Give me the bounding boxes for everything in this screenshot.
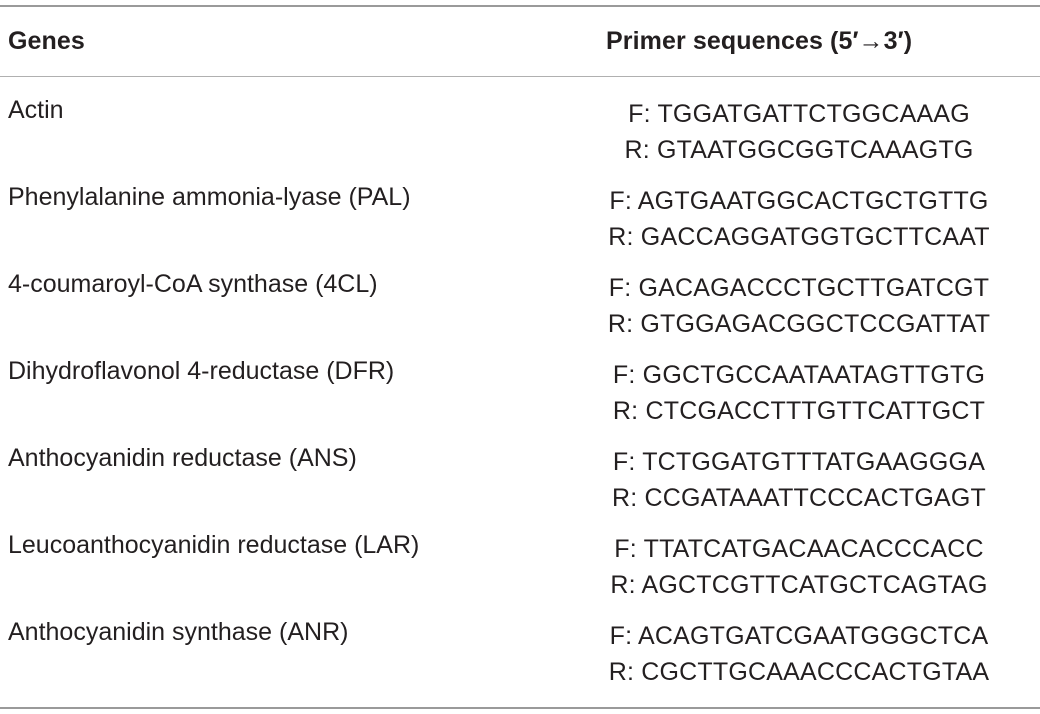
table-row: Phenylalanine ammonia-lyase (PAL) F: AGT…	[0, 179, 1040, 266]
gene-name: Anthocyanidin synthase (ANR)	[8, 618, 349, 646]
reverse-primer: R: GTGGAGACGGCTCCGATTAT	[607, 310, 991, 338]
table-row: Leucoanthocyanidin reductase (LAR) F: TT…	[0, 527, 1040, 614]
primer-cell: F: TGGATGATTCTGGCAAAG R: GTAATGGCGGTCAAA…	[560, 96, 1038, 168]
table-bottom-rule	[0, 707, 1040, 709]
reverse-primer: R: GACCAGGATGGTGCTTCAAT	[608, 223, 990, 251]
table-row: Anthocyanidin synthase (ANR) F: ACAGTGAT…	[0, 614, 1040, 701]
primer-cell: F: TCTGGATGTTTATGAAGGGA R: CCGATAAATTCCC…	[560, 444, 1038, 516]
reverse-primer: R: CGCTTGCAAACCCACTGTAA	[608, 658, 990, 686]
forward-primer: F: TGGATGATTCTGGCAAAG	[628, 100, 970, 128]
gene-name: 4-coumaroyl-CoA synthase (4CL)	[8, 270, 378, 298]
table-top-rule	[0, 5, 1040, 7]
table-header-rule	[0, 76, 1040, 77]
table-row: 4-coumaroyl-CoA synthase (4CL) F: GACAGA…	[0, 266, 1040, 353]
forward-primer: F: GACAGACCCTGCTTGATCGT	[608, 274, 990, 302]
table-header: Genes Primer sequences (5′→3′)	[0, 5, 1040, 76]
table-row: Dihydroflavonol 4-reductase (DFR) F: GGC…	[0, 353, 1040, 440]
forward-primer: F: AGTGAATGGCACTGCTGTTG	[609, 187, 989, 215]
primer-cell: F: GGCTGCCAATAATAGTTGTG R: CTCGACCTTTGTT…	[560, 357, 1038, 429]
reverse-primer: R: CCGATAAATTCCCACTGAGT	[611, 484, 987, 512]
primer-cell: F: AGTGAATGGCACTGCTGTTG R: GACCAGGATGGTG…	[560, 183, 1038, 255]
gene-name: Actin	[8, 96, 64, 124]
primer-cell: F: ACAGTGATCGAATGGGCTCA R: CGCTTGCAAACCC…	[560, 618, 1038, 690]
primer-cell: F: TTATCATGACAACACCCACC R: AGCTCGTTCATGC…	[560, 531, 1038, 603]
table-row: Anthocyanidin reductase (ANS) F: TCTGGAT…	[0, 440, 1040, 527]
forward-primer: F: GGCTGCCAATAATAGTTGTG	[612, 361, 986, 389]
forward-primer: F: TTATCATGACAACACCCACC	[614, 535, 984, 563]
header-primer-sequences: Primer sequences (5′→3′)	[606, 27, 913, 55]
reverse-primer: R: AGCTCGTTCATGCTCAGTAG	[610, 571, 988, 599]
header-genes: Genes	[8, 27, 85, 55]
primer-cell: F: GACAGACCCTGCTTGATCGT R: GTGGAGACGGCTC…	[560, 270, 1038, 342]
forward-primer: F: ACAGTGATCGAATGGGCTCA	[609, 622, 989, 650]
table-row: Actin F: TGGATGATTCTGGCAAAG R: GTAATGGCG…	[0, 92, 1040, 179]
reverse-primer: R: CTCGACCTTTGTTCATTGCT	[612, 397, 986, 425]
gene-name: Dihydroflavonol 4-reductase (DFR)	[8, 357, 395, 385]
forward-primer: F: TCTGGATGTTTATGAAGGGA	[612, 448, 986, 476]
gene-name: Anthocyanidin reductase (ANS)	[8, 444, 357, 472]
reverse-primer: R: GTAATGGCGGTCAAAGTG	[624, 136, 974, 164]
table-body: Actin F: TGGATGATTCTGGCAAAG R: GTAATGGCG…	[0, 92, 1040, 701]
gene-name: Leucoanthocyanidin reductase (LAR)	[8, 531, 420, 559]
gene-name: Phenylalanine ammonia-lyase (PAL)	[8, 183, 411, 211]
